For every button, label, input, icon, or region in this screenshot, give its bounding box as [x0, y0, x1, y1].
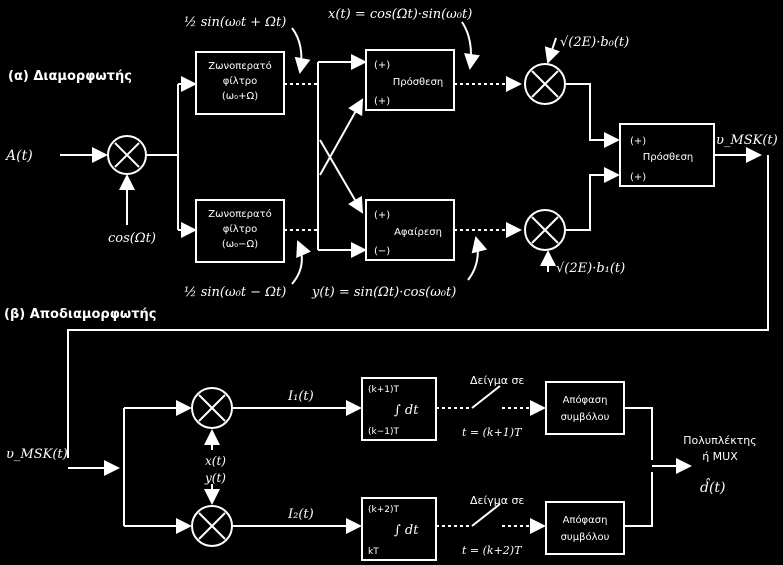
- integrator-bottom: (k+2)T ∫ dt kT: [361, 497, 437, 561]
- decision-top: Απόφαση συμβόλου: [545, 381, 625, 435]
- integrator-top: (k+1)T ∫ dt (k−1)T: [361, 377, 437, 441]
- svg-text:ή MUX: ή MUX: [702, 450, 738, 463]
- sampler-switch-top: [471, 385, 501, 409]
- channel-wire: [67, 155, 769, 458]
- svg-text:συμβόλου: συμβόλου: [561, 411, 610, 423]
- i2-label: I₂(t): [287, 507, 314, 522]
- x-ref-label: x(t): [205, 454, 226, 468]
- svg-text:Πρόσθεση: Πρόσθεση: [643, 151, 694, 163]
- demod-output-label: d̂(t): [700, 477, 726, 496]
- multiplier-carrier: [107, 135, 147, 175]
- bandpass-filter-top: Ζωνοπερατό φίλτρο (ω₀+Ω): [195, 51, 285, 115]
- bandpass-filter-bottom: Ζωνοπερατό φίλτρο (ω₀−Ω): [195, 199, 285, 263]
- sample-time-bottom: t = (k+2)T: [462, 544, 523, 557]
- carrier-label: cos(Ωt): [108, 231, 156, 246]
- input-signal-label: A(t): [4, 148, 33, 164]
- sampler-top-label: Δείγμα σε: [470, 374, 524, 387]
- svg-text:(+): (+): [630, 136, 646, 147]
- svg-text:φίλτρο: φίλτρο: [223, 223, 257, 235]
- svg-text:(+): (+): [374, 96, 390, 107]
- svg-text:(k+2)T: (k+2)T: [368, 505, 400, 515]
- phase-bottom-label: ½ sin(ω₀t − Ωt): [184, 285, 286, 300]
- svg-text:(k+1)T: (k+1)T: [368, 385, 400, 395]
- multiplexer-label: Πολυπλέκτης ή MUX: [683, 434, 757, 463]
- adder-bottom: (+) Αφαίρεση (−): [365, 199, 455, 261]
- svg-text:(ω₀−Ω): (ω₀−Ω): [222, 239, 258, 250]
- demod-input-label: υ_MSK(t): [6, 447, 68, 462]
- demodulator-heading: (β) Αποδιαμορφωτής: [4, 307, 156, 322]
- output-label: υ_MSK(t): [716, 133, 778, 148]
- svg-text:(+): (+): [374, 60, 390, 71]
- b1-label: √(2E)·b₁(t): [556, 261, 625, 276]
- svg-text:∫ dt: ∫ dt: [394, 523, 419, 538]
- svg-text:(−): (−): [374, 246, 390, 257]
- svg-text:Πολυπλέκτης: Πολυπλέκτης: [683, 434, 757, 447]
- sample-time-top: t = (k+1)T: [462, 426, 523, 439]
- b0-label: √(2E)·b₀(t): [560, 35, 629, 50]
- demod-multiplier-bottom: [191, 505, 233, 547]
- multiplier-b1: [524, 209, 566, 251]
- y-ref-label: y(t): [204, 471, 226, 485]
- svg-text:Απόφαση: Απόφαση: [563, 394, 608, 406]
- svg-text:(ω₀+Ω): (ω₀+Ω): [222, 91, 258, 102]
- demod-multiplier-top: [191, 387, 233, 429]
- svg-text:συμβόλου: συμβόλου: [561, 531, 610, 543]
- svg-text:(k−1)T: (k−1)T: [368, 427, 400, 437]
- sampler-switch-bottom: [471, 503, 501, 527]
- multiplier-b0: [524, 63, 566, 105]
- decision-bottom: Απόφαση συμβόλου: [545, 501, 625, 555]
- svg-text:(+): (+): [374, 210, 390, 221]
- adder-top: (+) Πρόσθεση (+): [365, 49, 455, 111]
- svg-text:kT: kT: [368, 547, 379, 557]
- svg-text:(+): (+): [630, 172, 646, 183]
- x-expression: x(t) = cos(Ωt)·sin(ω₀t): [328, 7, 472, 22]
- svg-text:Απόφαση: Απόφαση: [563, 514, 608, 526]
- svg-text:Πρόσθεση: Πρόσθεση: [393, 76, 444, 88]
- svg-text:∫ dt: ∫ dt: [394, 403, 419, 418]
- sampler-bottom-label: Δείγμα σε: [470, 494, 524, 507]
- svg-text:Ζωνοπερατό: Ζωνοπερατό: [208, 208, 271, 220]
- phase-top-label: ½ sin(ω₀t + Ωt): [184, 15, 286, 30]
- y-expression: y(t) = sin(Ωt)·cos(ω₀t): [311, 285, 456, 300]
- final-adder: (+) Πρόσθεση (+): [619, 123, 715, 187]
- svg-text:Ζωνοπερατό: Ζωνοπερατό: [208, 60, 271, 72]
- svg-text:Αφαίρεση: Αφαίρεση: [394, 226, 442, 238]
- svg-text:φίλτρο: φίλτρο: [223, 75, 257, 87]
- modulator-heading: (α) Διαμορφωτής: [8, 69, 132, 84]
- i1-label: I₁(t): [287, 389, 314, 404]
